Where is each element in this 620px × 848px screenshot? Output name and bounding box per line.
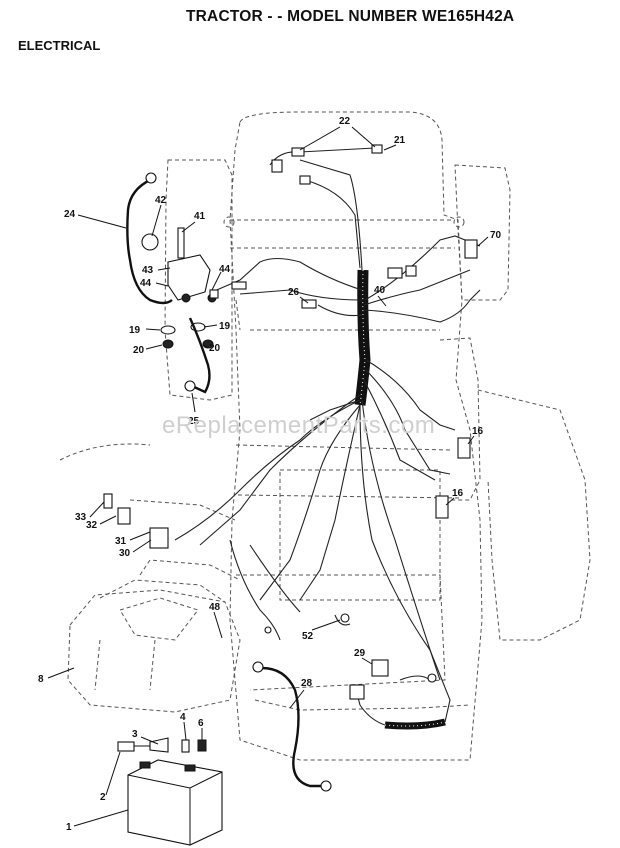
- callout-44-left: 44: [140, 278, 152, 289]
- callout-21: 21: [394, 135, 406, 146]
- diagram-title: TRACTOR - - MODEL NUMBER WE165H42A: [186, 8, 515, 25]
- connectors: [103, 144, 478, 700]
- callout-43: 43: [142, 265, 154, 276]
- callout-26: 26: [288, 287, 300, 298]
- tractor-frame-outline: [59, 111, 591, 761]
- callout-22: 22: [339, 116, 351, 127]
- leader-lines: [47, 126, 489, 827]
- callout-24: 24: [64, 209, 76, 220]
- callout-16-upper: 16: [472, 426, 484, 437]
- callout-1: 1: [66, 822, 72, 833]
- callout-28: 28: [301, 678, 313, 689]
- callout-33: 33: [75, 512, 87, 523]
- callout-44-right: 44: [219, 264, 231, 275]
- callout-8: 8: [38, 674, 44, 685]
- harness-coil: [354, 269, 446, 730]
- callout-6: 6: [198, 718, 204, 729]
- battery-cables: [126, 172, 332, 792]
- callout-40: 40: [374, 285, 386, 296]
- callout-labels: 1 2 3 4 6 8 16 16 19 19 20 20 21 22 24 2…: [38, 116, 502, 833]
- callout-4: 4: [180, 712, 186, 723]
- callout-2: 2: [100, 792, 106, 803]
- callout-20-right: 20: [209, 343, 221, 354]
- callout-29: 29: [354, 648, 366, 659]
- callout-41: 41: [194, 211, 206, 222]
- callout-20-left: 20: [133, 345, 145, 356]
- callout-19-right: 19: [219, 321, 231, 332]
- watermark-text: eReplacementParts.com: [162, 412, 436, 439]
- battery-hardware: [117, 737, 207, 753]
- battery: [127, 759, 223, 846]
- callout-32: 32: [86, 520, 98, 531]
- callout-48: 48: [209, 602, 221, 613]
- callout-31: 31: [115, 536, 127, 547]
- callout-25: 25: [188, 416, 200, 427]
- callout-42: 42: [155, 195, 167, 206]
- mower-deck: [67, 579, 241, 713]
- callout-70: 70: [490, 230, 502, 241]
- callout-16-lower: 16: [452, 488, 464, 499]
- callout-52: 52: [302, 631, 314, 642]
- section-heading: ELECTRICAL: [18, 38, 101, 53]
- callout-3: 3: [132, 729, 138, 740]
- wiring-harness: [174, 147, 481, 726]
- callout-30: 30: [119, 548, 131, 559]
- callout-19-left: 19: [129, 325, 141, 336]
